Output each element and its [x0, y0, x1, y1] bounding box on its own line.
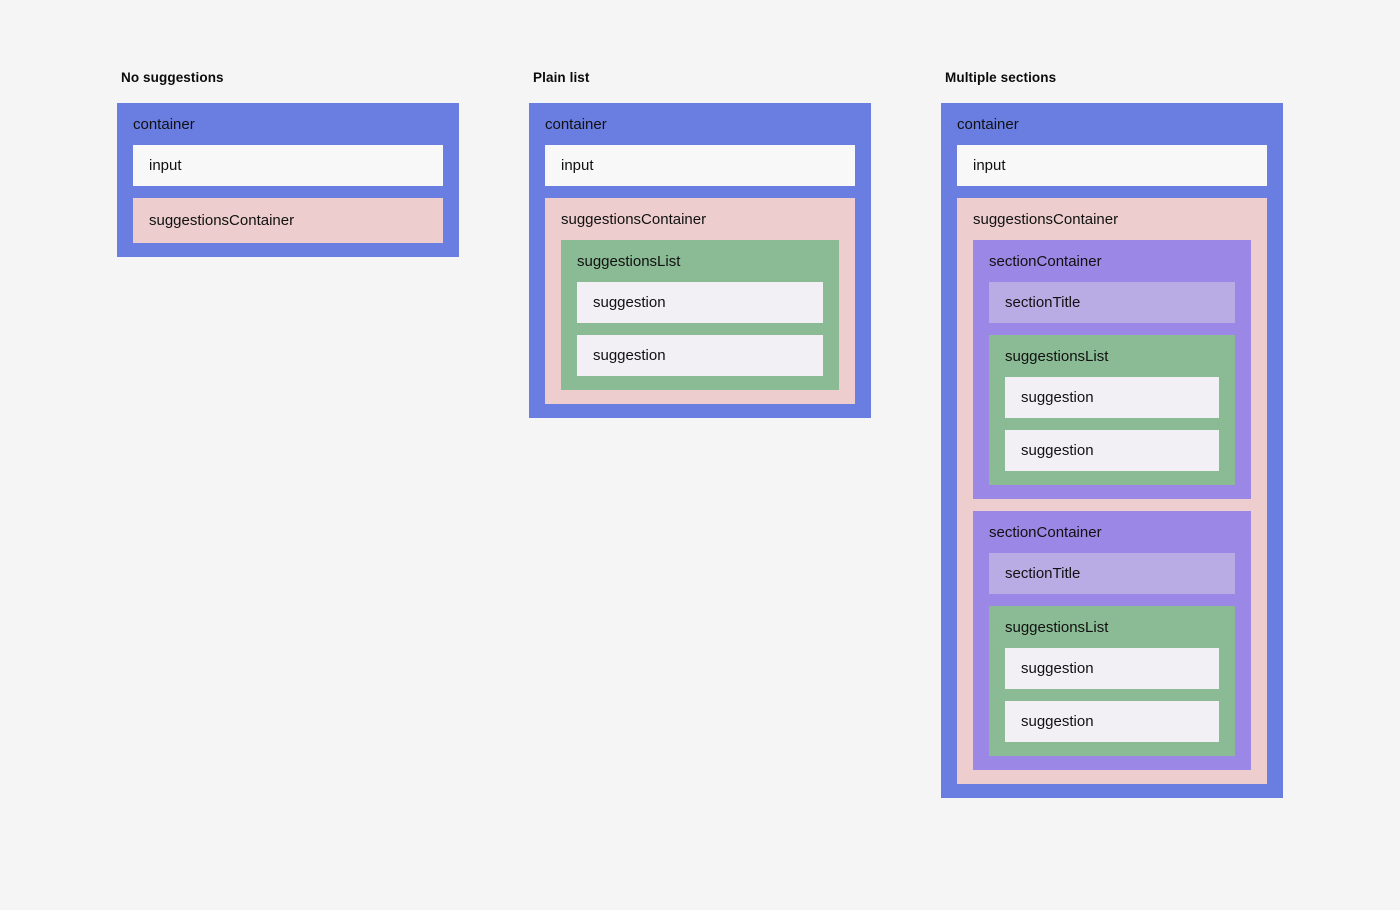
- columns-row: No suggestions container input suggestio…: [117, 70, 1400, 798]
- autosuggest-container: container input suggestionsContainer: [117, 103, 459, 257]
- section-container-label: sectionContainer: [989, 524, 1102, 541]
- autosuggest-container: container input suggestionsContainer sug…: [529, 103, 871, 418]
- suggestions-container: suggestionsContainer suggestionsList sug…: [545, 198, 855, 404]
- autosuggest-container: container input suggestionsContainer sec…: [941, 103, 1283, 798]
- suggestions-container-label: suggestionsContainer: [973, 211, 1119, 228]
- column-title-plain-list: Plain list: [533, 70, 590, 85]
- section-container: sectionContainer sectionTitle suggestion…: [973, 240, 1251, 499]
- suggestions-list: suggestionsList suggestion suggestion: [989, 335, 1235, 485]
- suggestions-container-label: suggestionsContainer: [561, 211, 707, 228]
- column-title-multiple-sections: Multiple sections: [945, 70, 1057, 85]
- list-item[interactable]: suggestion: [1005, 377, 1219, 418]
- suggestions-container: suggestionsContainer sectionContainer se…: [957, 198, 1267, 784]
- suggestions-list-label: suggestionsList: [1005, 348, 1109, 365]
- column-title-no-suggestions: No suggestions: [121, 70, 224, 85]
- suggestions-list-label: suggestionsList: [1005, 619, 1109, 636]
- suggestions-list-label: suggestionsList: [577, 253, 681, 270]
- list-item[interactable]: suggestion: [1005, 430, 1219, 471]
- section-container-label: sectionContainer: [989, 253, 1102, 270]
- suggestions-list: suggestionsList suggestion suggestion: [989, 606, 1235, 756]
- container-label: container: [957, 116, 1019, 133]
- search-input[interactable]: input: [133, 145, 443, 186]
- list-item[interactable]: suggestion: [1005, 648, 1219, 689]
- section-title: sectionTitle: [989, 553, 1235, 594]
- section-container: sectionContainer sectionTitle suggestion…: [973, 511, 1251, 770]
- container-label: container: [545, 116, 607, 133]
- search-input[interactable]: input: [545, 145, 855, 186]
- column-plain-list: Plain list container input suggestionsCo…: [529, 70, 871, 418]
- column-no-suggestions: No suggestions container input suggestio…: [117, 70, 459, 257]
- suggestions-container-empty: suggestionsContainer: [133, 198, 443, 243]
- section-title: sectionTitle: [989, 282, 1235, 323]
- search-input[interactable]: input: [957, 145, 1267, 186]
- column-multiple-sections: Multiple sections container input sugges…: [941, 70, 1283, 798]
- list-item[interactable]: suggestion: [577, 282, 823, 323]
- container-label: container: [133, 116, 195, 133]
- suggestions-list: suggestionsList suggestion suggestion: [561, 240, 839, 390]
- list-item[interactable]: suggestion: [1005, 701, 1219, 742]
- list-item[interactable]: suggestion: [577, 335, 823, 376]
